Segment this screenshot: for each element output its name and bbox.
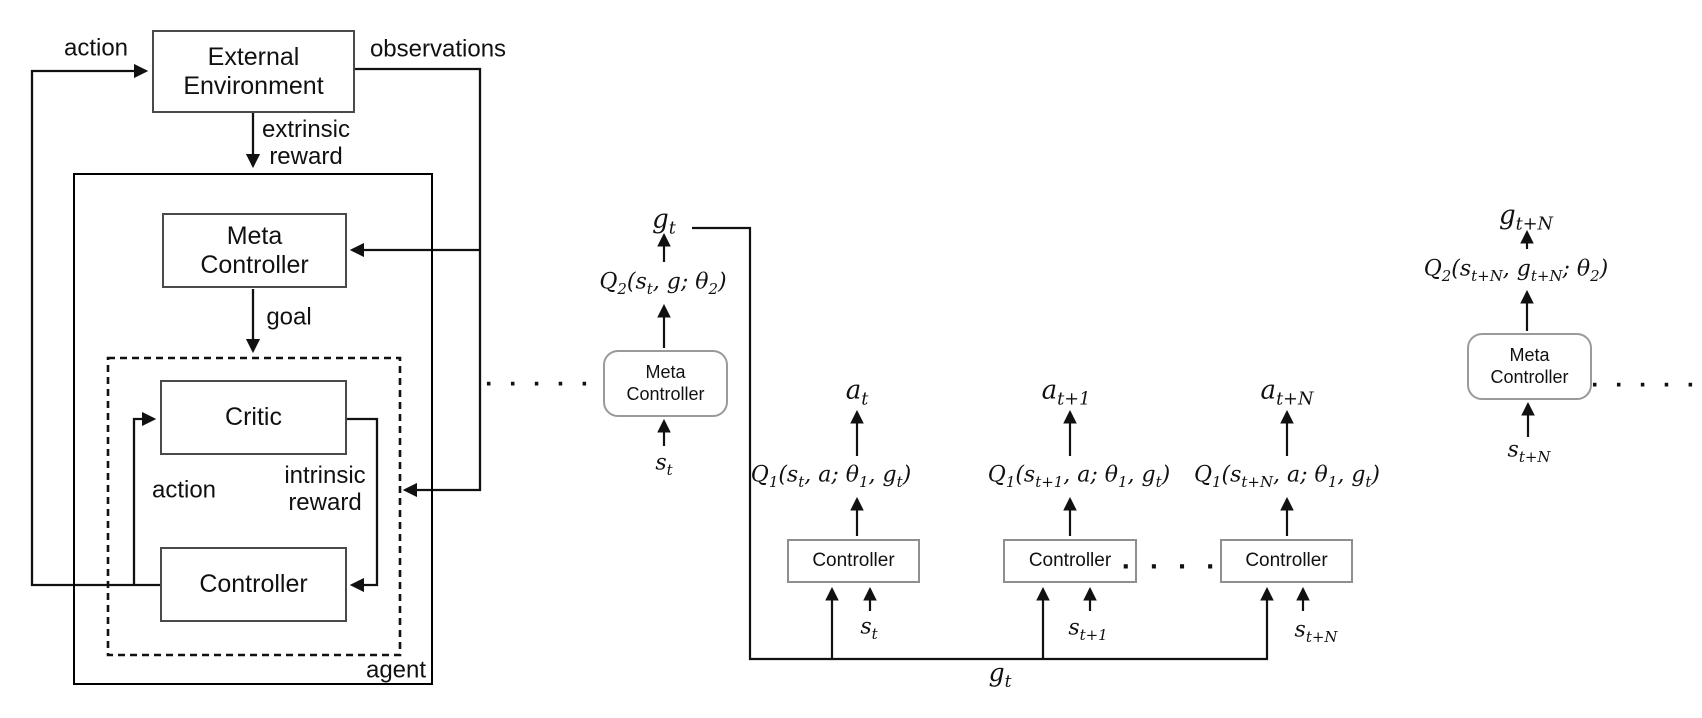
controller-node-t-label: Controller: [812, 550, 895, 572]
controller-node-t1-label: Controller: [1028, 550, 1112, 572]
q1-function-tN-label: Q1(st+N, a; θ1, gt): [1193, 462, 1381, 492]
agent-label: agent: [365, 656, 427, 684]
controller-node-tN: Controller: [1220, 539, 1353, 583]
meta-controller-node-t-label: Meta Controller: [626, 361, 705, 404]
state-st1-label-controller: st+1: [1068, 615, 1108, 645]
state-stN-label-meta: st+N: [1507, 437, 1551, 467]
action-atN-label: at+N: [1260, 375, 1314, 410]
action-at1-label: at+1: [1041, 375, 1091, 410]
critic-box: Critic: [160, 380, 347, 455]
state-stN-label-controller: st+N: [1294, 617, 1338, 647]
goal-distribution-line: [692, 226, 1274, 661]
ellipsis-between-controllers: . . . .: [1121, 543, 1221, 576]
controller-node-t: Controller: [787, 539, 920, 583]
meta-controller-node-t: Meta Controller: [603, 350, 728, 417]
controller-box: Controller: [160, 547, 347, 622]
controller-node-t1: Controller: [1003, 539, 1137, 583]
action-label-inner: action: [151, 476, 217, 504]
action-to-critic-line: [132, 411, 157, 585]
goal-label: goal: [266, 303, 312, 331]
state-st-label-controller: st: [860, 614, 878, 644]
external-environment-box: External Environment: [152, 30, 355, 113]
action-label-top: action: [63, 34, 129, 62]
ellipsis-right: . . . . . .: [1591, 364, 1702, 393]
intrinsic-reward-line: [347, 417, 379, 593]
observations-line: [354, 67, 482, 498]
q1-function-t1-label: Q1(st+1, a; θ1, gt): [987, 462, 1171, 492]
goal-gt-label: gt: [652, 204, 676, 239]
goal-bus-label: gt: [988, 658, 1012, 692]
critic-controller-dashed-box: [106, 356, 402, 657]
controller-label: Controller: [199, 570, 308, 599]
action-at-label: at: [845, 375, 869, 410]
goal-gtN-label: gt+N: [1498, 200, 1554, 235]
meta-controller-node-tN-label: Meta Controller: [1490, 344, 1569, 387]
action-feedback-line: [30, 63, 160, 587]
q1-function-t-label: Q1(st, a; θ1, gt): [750, 462, 912, 492]
controller-node-tN-label: Controller: [1245, 550, 1328, 572]
meta-controller-label: Meta Controller: [200, 222, 309, 279]
extrinsic-reward-label: extrinsic reward: [261, 116, 351, 170]
q2-function-t-label: Q2(st, g; θ2): [599, 269, 727, 299]
observations-label: observations: [369, 35, 507, 63]
intrinsic-reward-label: intrinsic reward: [284, 462, 366, 516]
critic-label: Critic: [225, 403, 282, 432]
ellipsis-left: . . . . . .: [485, 363, 617, 392]
meta-controller-box: Meta Controller: [162, 213, 347, 288]
state-st-label-meta: st: [655, 450, 673, 480]
external-environment-label: External Environment: [183, 43, 324, 100]
agent-box: [73, 173, 433, 685]
meta-controller-node-tN: Meta Controller: [1467, 333, 1592, 400]
q2-function-tN-label: Q2(st+N, gt+N; θ2): [1423, 256, 1609, 286]
